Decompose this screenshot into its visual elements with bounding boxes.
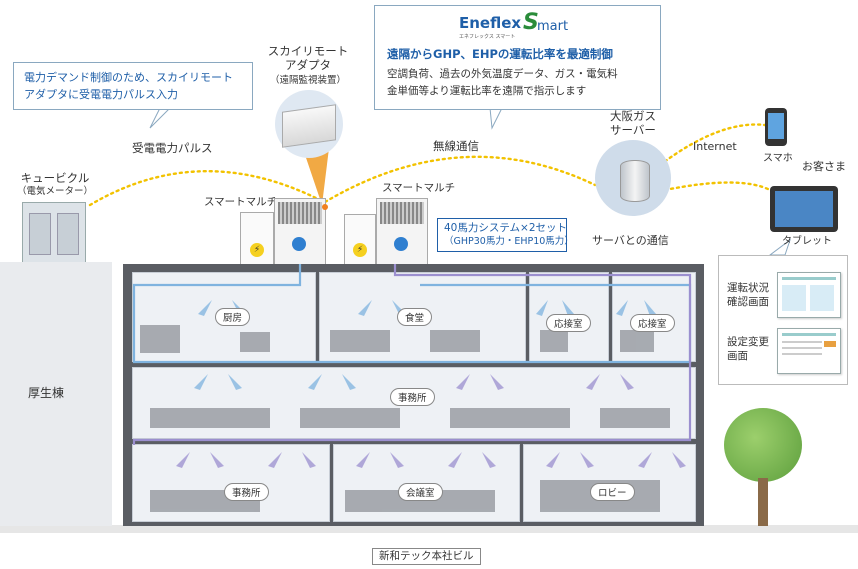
wireless-label: 無線通信 <box>433 139 479 153</box>
adapter-indicator <box>322 204 328 210</box>
screens-panel: 運転状況 確認画面 設定変更 画面 <box>718 255 848 385</box>
pulse-label: 受電電力パルス <box>132 141 213 155</box>
label-office-low: 事務所 <box>224 483 269 501</box>
logo-sub: エネフレックス スマート <box>459 34 516 40</box>
eneflex-logo: Eneflex S mart エネフレックス スマート <box>459 10 579 44</box>
welfare-building <box>0 262 112 526</box>
status-screen-thumbnail <box>777 272 841 318</box>
customer-label: お客さま <box>802 160 846 173</box>
eneflex-headline: 遠隔からGHP、EHPの運転比率を最適制御 <box>387 47 613 61</box>
setting-screen-thumbnail <box>777 328 841 374</box>
screen-setting-line2: 画面 <box>727 350 748 362</box>
adapter-title2: アダプタ <box>285 58 331 72</box>
cubicle-title: キュービクル <box>20 171 90 185</box>
label-meeting: 会議室 <box>398 483 443 501</box>
pulse-line <box>88 170 322 207</box>
tree-icon <box>718 408 808 526</box>
lightning-icon: ⚡ <box>353 243 367 257</box>
system-spec-line1: 40馬力システム×2セット <box>444 222 568 234</box>
server-line1: 大阪ガス <box>610 109 656 123</box>
label-kitchen: 厨房 <box>215 308 251 326</box>
logo-main: Eneflex <box>459 14 522 32</box>
screen-status-line1: 運転状況 <box>727 282 769 294</box>
phone-label: スマホ <box>763 153 793 164</box>
screen-status-line2: 確認画面 <box>727 296 769 308</box>
demand-control-callout: 電力デマンド制御のため、スカイリモート アダプタに受電電力パルス入力 <box>13 62 253 110</box>
internet-line-phone <box>658 123 767 167</box>
server-line2: サーバー <box>610 123 656 137</box>
label-dining: 食堂 <box>397 308 433 326</box>
ground <box>0 525 858 533</box>
label-lobby: ロビー <box>590 483 635 501</box>
cubicle-sub: （電気メーター） <box>16 186 93 197</box>
screen-setting-line1: 設定変更 <box>727 336 769 348</box>
eneflex-body-line1: 空調負荷、過去の外気温度データ、ガス・電気料 <box>387 68 618 80</box>
server-device <box>620 160 650 202</box>
gas-drop-icon <box>292 237 306 251</box>
demand-callout-line1: 電力デマンド制御のため、スカイリモート <box>24 71 233 84</box>
gas-drop-icon <box>394 237 408 251</box>
building-name: 新和テック本社ビル <box>372 548 481 565</box>
server-comm-label: サーバとの通信 <box>592 234 669 247</box>
adapter-sub: （遠隔監視装置） <box>269 75 346 86</box>
tablet-device <box>770 186 838 232</box>
logo-mart: mart <box>537 19 569 34</box>
system-spec-box: 40馬力システム×2セット （GHP30馬力・EHP10馬力） <box>437 218 574 252</box>
label-reception1: 応接室 <box>546 314 591 332</box>
demand-callout-line2: アダプタに受電電力パルス入力 <box>24 88 178 101</box>
eneflex-smart-callout: Eneflex S mart エネフレックス スマート 遠隔からGHP、EHPの… <box>374 5 661 110</box>
internet-label: Internet <box>693 140 737 153</box>
smartphone-device <box>765 108 787 146</box>
wireless-line <box>318 155 597 207</box>
smart-multi-label-2: スマートマルチ <box>382 182 456 194</box>
internet-line-tablet <box>663 181 772 192</box>
lightning-icon: ⚡ <box>250 243 264 257</box>
eneflex-body-line2: 金単価等より運転比率を遠隔で指示します <box>387 85 587 97</box>
welfare-label: 厚生棟 <box>28 386 65 400</box>
ghp-unit-2 <box>376 198 428 266</box>
logo-s: S <box>523 10 539 35</box>
system-spec-line2: （GHP30馬力・EHP10馬力） <box>444 236 574 247</box>
label-office-mid: 事務所 <box>390 388 435 406</box>
label-reception2: 応接室 <box>630 314 675 332</box>
adapter-title1: スカイリモート <box>267 44 349 58</box>
ehp-unit-1: ⚡ <box>240 212 274 266</box>
ghp-unit-1 <box>274 198 326 266</box>
tablet-label: タブレット <box>782 236 832 247</box>
smart-multi-label-1: スマートマルチ <box>204 196 278 208</box>
